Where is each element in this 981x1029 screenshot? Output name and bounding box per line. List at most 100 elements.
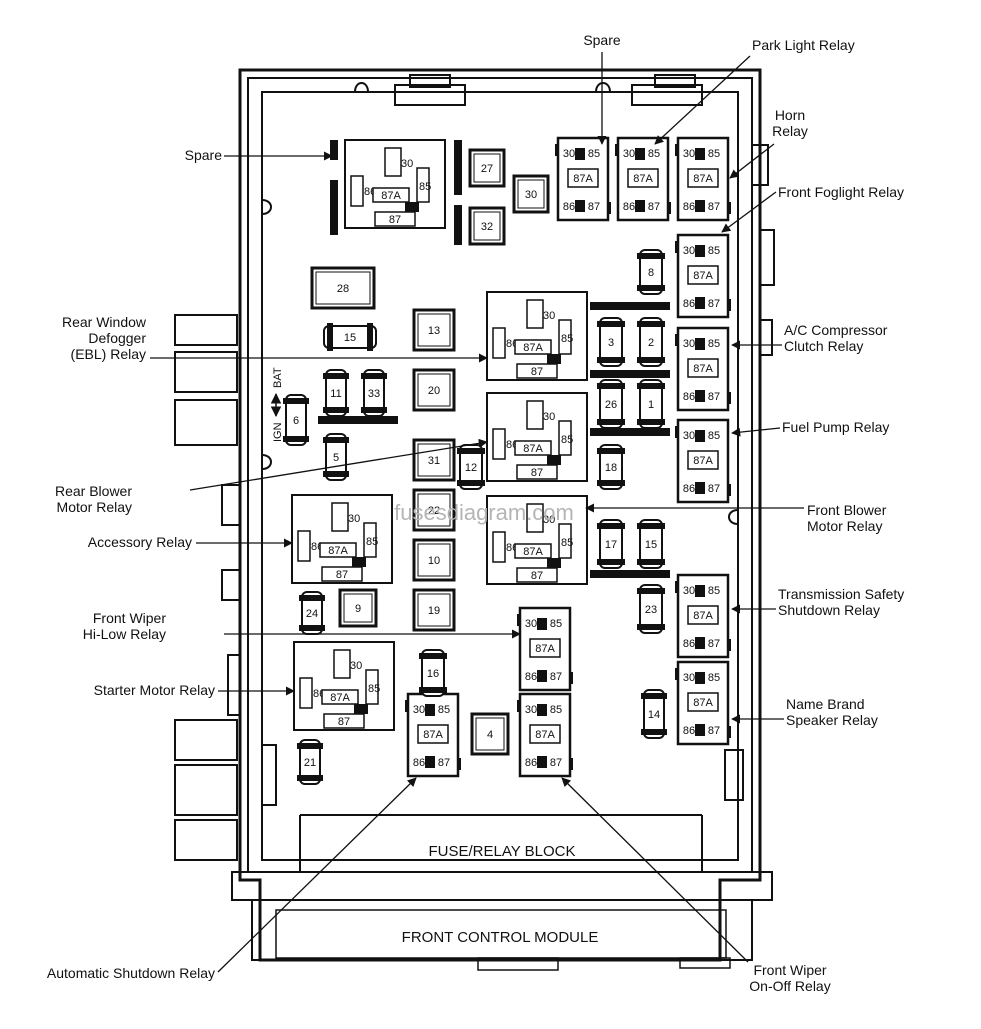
pin-87: 87 bbox=[708, 201, 720, 213]
pin-85: 85 bbox=[438, 704, 450, 716]
pin-86: 86 bbox=[623, 201, 635, 213]
fuse: 27 bbox=[468, 148, 506, 188]
fuse: 31 bbox=[412, 438, 456, 482]
leader-arrow bbox=[731, 427, 781, 437]
fuse-number: 2 bbox=[648, 337, 654, 349]
pin-87: 87 bbox=[708, 638, 720, 650]
callout-text: On-Off Relay bbox=[749, 978, 830, 994]
pin-30: 30 bbox=[683, 672, 695, 684]
fuse-number: 15 bbox=[344, 332, 356, 344]
pin-86: 86 bbox=[683, 483, 695, 495]
pin-30: 30 bbox=[543, 411, 555, 423]
pin-30: 30 bbox=[401, 158, 413, 170]
callout-text: Spare bbox=[583, 32, 621, 48]
callout-text: Speaker Relay bbox=[786, 712, 878, 728]
pin-87a: 87A bbox=[535, 729, 555, 741]
fuse-number: 10 bbox=[428, 555, 440, 567]
fuse-number: 31 bbox=[428, 455, 440, 467]
fuse-number: 15 bbox=[645, 539, 657, 551]
fuse: 24 bbox=[299, 591, 325, 635]
pin-87a: 87A bbox=[633, 173, 653, 185]
callout: Spare bbox=[583, 32, 621, 145]
pin-30: 30 bbox=[525, 704, 537, 716]
pin-86: 86 bbox=[683, 201, 695, 213]
fuse-number: 4 bbox=[487, 729, 493, 741]
pin-85: 85 bbox=[561, 537, 573, 549]
pin-85: 85 bbox=[561, 333, 573, 345]
pin-87: 87 bbox=[338, 716, 350, 728]
callout: Automatic Shutdown Relay bbox=[47, 777, 417, 981]
right-connectors bbox=[724, 144, 775, 801]
pin-85: 85 bbox=[708, 338, 720, 350]
fuse-number: 5 bbox=[333, 452, 339, 464]
fuse: 11 bbox=[323, 369, 349, 417]
fuse: 17 bbox=[597, 519, 625, 569]
pin-30: 30 bbox=[683, 585, 695, 597]
pin-85: 85 bbox=[368, 683, 380, 695]
callout-text: Automatic Shutdown Relay bbox=[47, 965, 215, 981]
fuse-number: 23 bbox=[645, 604, 657, 616]
callout: Starter Motor Relay bbox=[94, 682, 295, 698]
pin-87: 87 bbox=[550, 757, 562, 769]
pin-86: 86 bbox=[525, 671, 537, 683]
pin-30: 30 bbox=[525, 618, 537, 630]
callout-text: (EBL) Relay bbox=[71, 346, 146, 362]
module-title: FRONT CONTROL MODULE bbox=[402, 929, 599, 946]
pin-87a: 87A bbox=[693, 455, 713, 467]
fuse-number: 32 bbox=[481, 221, 493, 233]
fuse-number: 1 bbox=[648, 399, 654, 411]
fuse-number: 24 bbox=[306, 608, 318, 620]
pin-86: 86 bbox=[683, 391, 695, 403]
fuse-number: 22 bbox=[428, 505, 440, 517]
fuse: 5 bbox=[323, 433, 349, 481]
housing bbox=[231, 68, 773, 971]
fuse: 19 bbox=[412, 588, 456, 632]
pin-86: 86 bbox=[683, 298, 695, 310]
pin-87a: 87A bbox=[693, 270, 713, 282]
pin-30: 30 bbox=[348, 513, 360, 525]
pin-30: 30 bbox=[543, 310, 555, 322]
callout: Spare bbox=[185, 147, 333, 163]
pin-87a: 87A bbox=[573, 173, 593, 185]
pin-85: 85 bbox=[550, 704, 562, 716]
fuse-number: 26 bbox=[605, 399, 617, 411]
fuse: 22 bbox=[412, 488, 456, 532]
callout-text: Hi-Low Relay bbox=[83, 626, 166, 642]
fuse-number: 13 bbox=[428, 325, 440, 337]
fuse-number: 11 bbox=[330, 388, 341, 400]
pin-30: 30 bbox=[413, 704, 425, 716]
pin-30: 30 bbox=[683, 148, 695, 160]
fuse: 10 bbox=[412, 538, 456, 582]
callout-text: Motor Relay bbox=[57, 499, 132, 515]
fuse-number: 33 bbox=[368, 388, 380, 400]
pin-30: 30 bbox=[683, 430, 695, 442]
bat-label: BAT bbox=[272, 367, 284, 388]
fuse-number: 17 bbox=[605, 539, 617, 551]
pin-87a: 87A bbox=[523, 546, 543, 558]
fuse: 18 bbox=[597, 444, 625, 490]
callout-text: Rear Blower bbox=[55, 483, 132, 499]
pin-85: 85 bbox=[588, 148, 600, 160]
callout-text: Starter Motor Relay bbox=[94, 682, 215, 698]
pin-30: 30 bbox=[683, 245, 695, 257]
fuse: 23 bbox=[637, 584, 665, 634]
pin-87a: 87A bbox=[693, 610, 713, 622]
callout: Fuel Pump Relay bbox=[731, 419, 889, 437]
pin-86: 86 bbox=[683, 638, 695, 650]
callout-text: Park Light Relay bbox=[752, 37, 855, 53]
fuse-number: 21 bbox=[304, 757, 316, 769]
callout-text: Front Foglight Relay bbox=[778, 184, 904, 200]
